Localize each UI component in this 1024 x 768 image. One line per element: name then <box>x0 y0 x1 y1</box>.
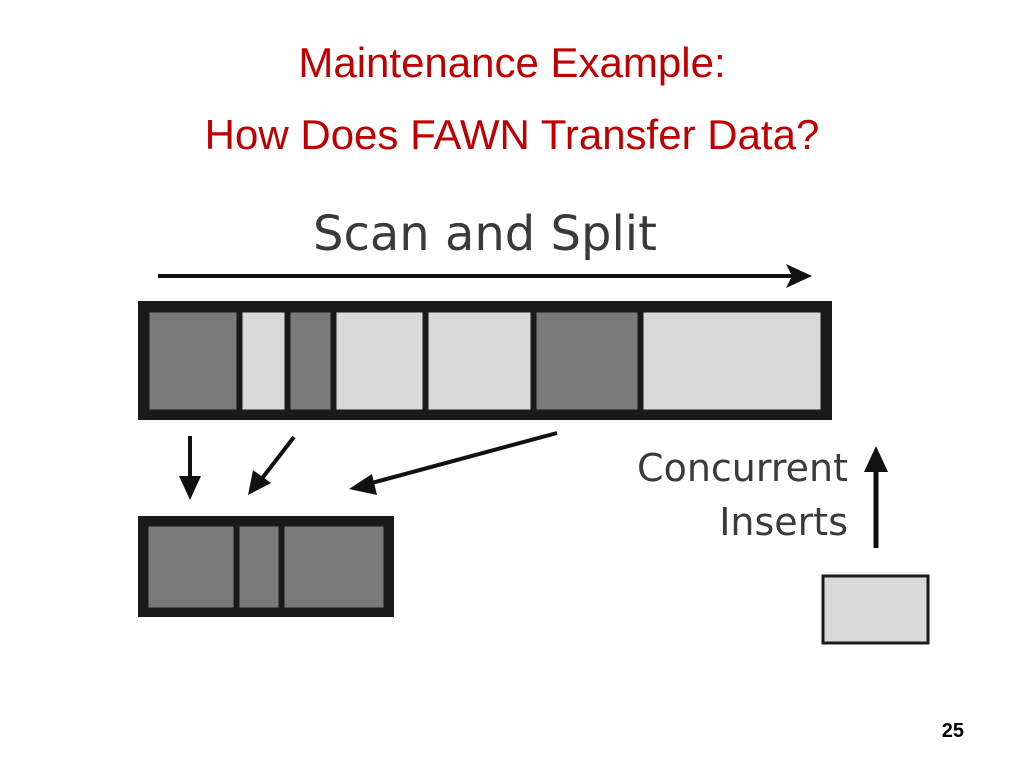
page-number: 25 <box>941 720 964 742</box>
split-segment-1 <box>145 523 237 611</box>
scan-and-split-label: Scan and Split <box>313 206 657 262</box>
source-segment-3 <box>287 309 334 413</box>
source-segment-4 <box>333 309 426 413</box>
source-segment-5 <box>425 309 534 413</box>
source-segment-6 <box>533 309 641 413</box>
split-arrow-2 <box>248 435 296 495</box>
source-segment-7 <box>640 309 824 413</box>
source-segment-1 <box>146 309 240 413</box>
split-segment-3 <box>281 523 387 611</box>
concurrent-label-line1: Concurrent <box>637 446 848 490</box>
concurrent-label-line2: Inserts <box>719 500 848 544</box>
split-log <box>138 516 394 617</box>
insert-block <box>821 574 930 645</box>
slide-title-line2: How Does FAWN Transfer Data? <box>204 111 820 158</box>
concurrent-inserts-label: Concurrent Inserts <box>637 441 848 549</box>
split-arrow-1 <box>179 436 201 500</box>
split-arrow-3 <box>349 431 558 495</box>
source-segment-2 <box>239 309 288 413</box>
split-segment-2 <box>236 523 282 611</box>
scan-arrow <box>158 264 812 288</box>
source-log <box>138 301 832 420</box>
insert-arrow <box>864 446 888 548</box>
slide-title-line1: Maintenance Example: <box>298 39 726 86</box>
